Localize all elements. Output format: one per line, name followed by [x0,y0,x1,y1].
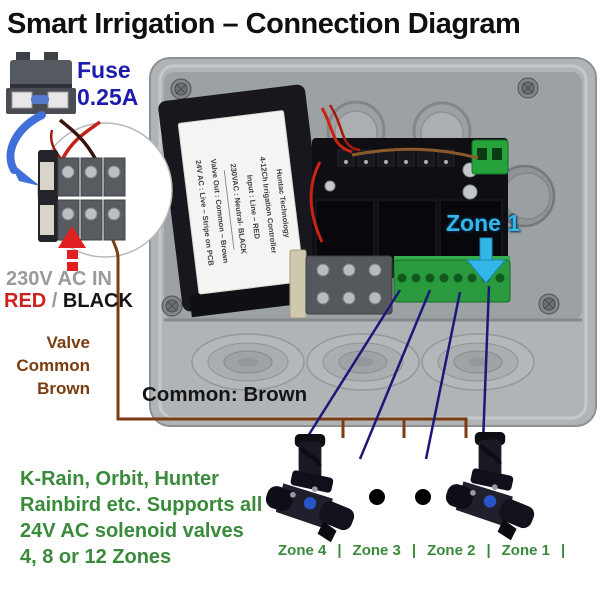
mains-black-label: BLACK [62,290,133,312]
common-bus-label: Common: Brown [142,383,308,406]
knockout-ovals-bottom [191,333,535,391]
supported-valves-text: K-Rain, Orbit, Hunter Rainbird etc. Supp… [20,466,262,570]
supports-line3: 24V AC solenoid valves [20,520,244,542]
solenoid-valve-right [443,432,536,540]
knockout-hole-right [492,164,556,228]
supports-line4: 4, 8 or 12 Zones [20,546,172,568]
transformer-label [177,110,305,295]
mains-divider: / [46,290,63,312]
ellipsis-dot [415,489,431,505]
zone-divider: | [411,542,417,559]
valve-common-line1: Valve [46,333,91,352]
valve-common-label: Valve Common Brown [14,331,90,400]
internal-wires [309,104,479,243]
fuse-holder [6,52,76,114]
ellipsis-dot [369,489,385,505]
zone-labels-row: Zone 4 | Zone 3 | Zone 2 | Zone 1 | [278,542,565,559]
zone3-label: Zone 3 [352,542,401,559]
supports-line1: K-Rain, Orbit, Hunter [20,468,219,490]
inset-terminal-block [38,150,126,242]
valve-common-line2: Common [16,356,90,375]
blue-curved-arrow-icon [6,111,46,186]
common-bus-line [116,257,468,438]
red-arrow-icon [58,226,86,271]
fuse-label-line2: 0.25A [77,84,139,110]
zone1-callout: Zone 1 [446,210,521,236]
zone-divider: | [486,542,491,559]
capacitor [462,184,478,200]
zone-divider: | [337,542,342,559]
mains-in-label: 230V AC IN [6,268,112,290]
mains-wire-colors-label: RED / BLACK [4,290,133,313]
black-wire [58,118,98,161]
fuse-label-line1: Fuse [77,57,131,83]
zone4-label: Zone 4 [278,542,327,559]
cyan-arrow-icon [465,237,507,284]
pcb-header-pins [337,149,455,167]
solenoid-valve-left [263,434,356,542]
page-title: Smart Irrigation – Connection Diagram [7,8,521,40]
zone2-label: Zone 2 [427,542,476,559]
mains-terminal-block [289,249,393,319]
transformer: Huntac Technology 4-12Ch Irrigation Cont… [158,84,330,318]
pcb-screw [324,180,336,192]
valve-common-line3: Brown [37,379,90,398]
supports-line2: Rainbird etc. Supports all [20,494,263,516]
corner-screws [161,77,560,317]
fuse-rating-label: Fuse 0.25A [77,57,138,111]
zone-divider: | [560,542,566,559]
valve-wire-lines [301,285,491,460]
brown-wire [351,147,479,160]
zone1-label: Zone 1 [501,542,550,559]
mains-red-label: RED [4,290,47,312]
